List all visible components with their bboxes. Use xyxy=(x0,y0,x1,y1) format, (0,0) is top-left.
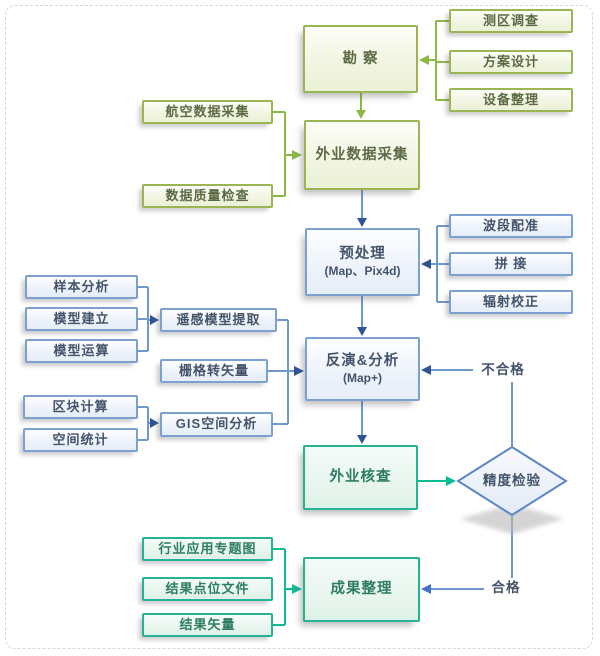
accuracy-check-diamond xyxy=(456,445,568,534)
node-result-point-file: 结果点位文件 xyxy=(142,577,273,601)
diagram-frame xyxy=(5,5,593,649)
connector-stats-tasks-to-gis-analysis xyxy=(138,406,159,441)
node-sample-analysis: 样本分析 xyxy=(25,275,138,299)
arrow-field-collection-to-preprocessing xyxy=(357,190,367,227)
node-industry-thematic-map: 行业应用专题图 xyxy=(142,537,273,561)
node-rs-model-extraction: 遥感模型提取 xyxy=(160,308,277,332)
arrow-field-verification-to-accuracy-check xyxy=(418,476,456,486)
arrow-preprocessing-to-inversion xyxy=(357,296,367,336)
node-plan-design: 方案设计 xyxy=(449,50,573,74)
node-inversion-analysis-sublabel: (Map+) xyxy=(343,370,382,385)
connector-collection-tasks-to-field-collection xyxy=(273,111,302,197)
node-model-computation: 模型运算 xyxy=(25,339,138,363)
node-inversion-analysis: 反演&分析 (Map+) xyxy=(305,337,420,401)
node-model-building: 模型建立 xyxy=(25,307,138,331)
edge-fail-accuracy-to-inversion xyxy=(421,365,513,446)
node-accuracy-check-label: 精度检验 xyxy=(483,473,541,488)
node-result-vector: 结果矢量 xyxy=(142,613,273,637)
node-raster-to-vector: 栅格转矢量 xyxy=(160,359,268,383)
node-equipment-prep: 设备整理 xyxy=(449,88,573,112)
node-results-compilation: 成果整理 xyxy=(303,557,420,622)
node-field-verification: 外业核查 xyxy=(303,445,418,510)
node-radiometric-correction: 辐射校正 xyxy=(449,290,573,314)
edge-label-fail: 不合格 xyxy=(473,360,533,380)
edge-label-pass: 合格 xyxy=(484,578,528,598)
node-gis-spatial-analysis: GIS空间分析 xyxy=(160,412,273,437)
node-band-registration: 波段配准 xyxy=(449,214,573,238)
connector-result-files-to-results-compilation xyxy=(273,548,302,626)
node-aerial-data-collection: 航空数据采集 xyxy=(142,100,273,124)
node-area-survey: 测区调查 xyxy=(449,9,573,33)
node-field-data-collection: 外业数据采集 xyxy=(304,120,420,190)
node-survey: 勘 察 xyxy=(303,25,418,93)
arrow-inversion-to-field-verification xyxy=(357,401,367,444)
node-inversion-analysis-label: 反演&分析 xyxy=(325,353,400,370)
node-mosaic: 拼 接 xyxy=(449,252,573,276)
node-preprocessing-sublabel: (Map、Pix4d) xyxy=(324,263,401,278)
connector-analysis-tasks-to-inversion xyxy=(268,319,304,425)
node-preprocessing: 预处理 (Map、Pix4d) xyxy=(305,228,420,296)
node-block-calculation: 区块计算 xyxy=(23,395,138,419)
node-spatial-statistics: 空间统计 xyxy=(23,428,138,452)
connector-model-tasks-to-rs-extraction xyxy=(138,286,159,352)
node-preprocessing-label: 预处理 xyxy=(339,246,386,263)
connector-correction-tasks-to-preprocessing xyxy=(421,225,449,303)
arrow-survey-to-field-collection xyxy=(356,93,366,119)
node-data-quality-check: 数据质量检查 xyxy=(142,184,273,208)
connector-prep-tasks-to-survey xyxy=(419,20,449,101)
